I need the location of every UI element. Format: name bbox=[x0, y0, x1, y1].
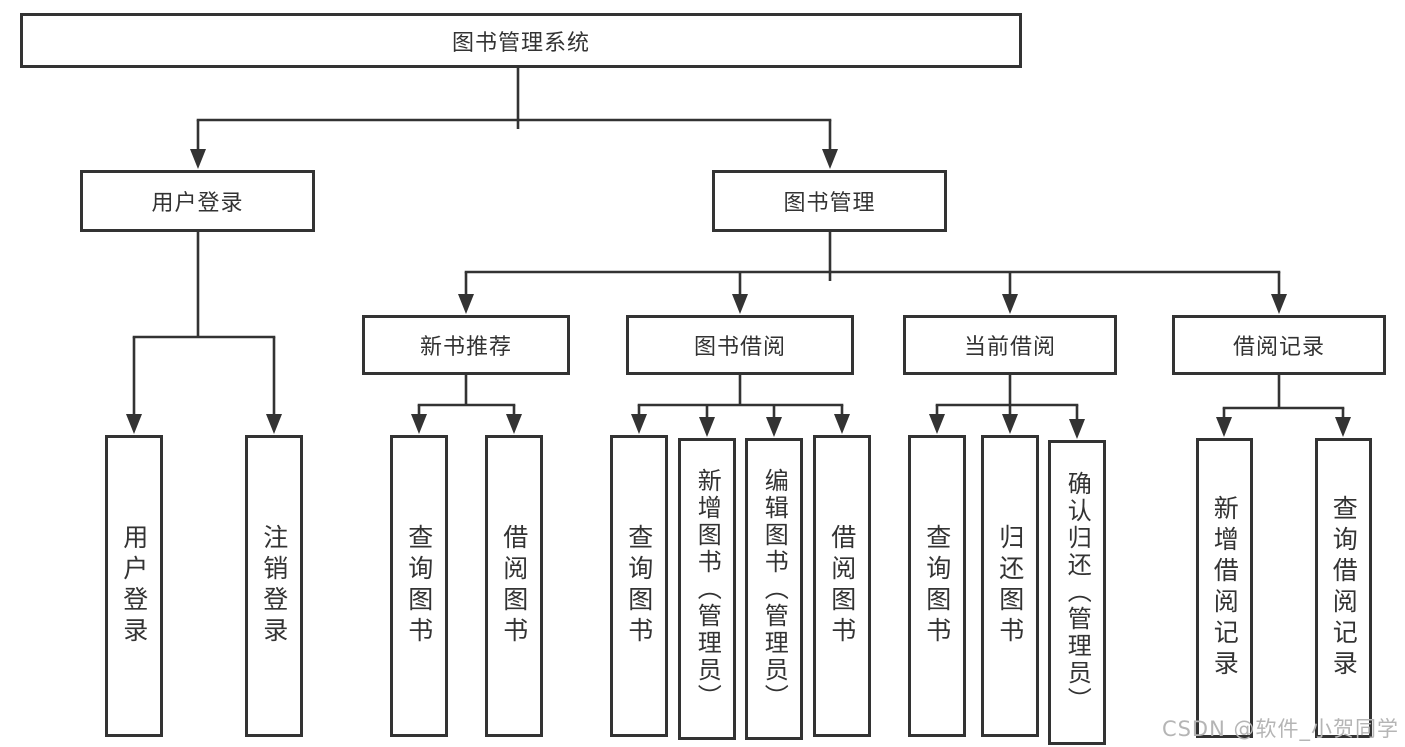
leaf-query-books-recommend: 查询图书 bbox=[390, 435, 448, 737]
leaf-logout: 注销登录 bbox=[245, 435, 303, 737]
leaf-query-books-borrowing-label: 查询图书 bbox=[624, 524, 654, 648]
leaf-confirm-return-admin: 确认归还（管理员） bbox=[1048, 440, 1106, 745]
node-user-login: 用户登录 bbox=[80, 170, 315, 232]
leaf-query-books-current-label: 查询图书 bbox=[922, 524, 952, 648]
node-book-management: 图书管理 bbox=[712, 170, 947, 232]
leaf-query-books-borrowing: 查询图书 bbox=[610, 435, 668, 737]
node-new-book-recommend: 新书推荐 bbox=[362, 315, 570, 375]
leaf-query-borrow-record: 查询借阅记录 bbox=[1315, 438, 1372, 738]
leaf-confirm-return-admin-label: 确认归还（管理员） bbox=[1063, 471, 1092, 714]
leaf-borrow-books-recommend: 借阅图书 bbox=[485, 435, 543, 737]
node-current-borrowing: 当前借阅 bbox=[903, 315, 1117, 375]
watermark: CSDN @软件_小贺同学 bbox=[1161, 717, 1399, 741]
leaf-add-books-admin: 新增图书（管理员） bbox=[678, 438, 736, 740]
leaf-return-books: 归还图书 bbox=[981, 435, 1039, 737]
leaf-edit-books-admin: 编辑图书（管理员） bbox=[745, 438, 803, 740]
leaf-add-borrow-record-label: 新增借阅记录 bbox=[1210, 495, 1240, 681]
leaf-add-borrow-record: 新增借阅记录 bbox=[1196, 438, 1253, 738]
leaf-borrow-books-borrowing: 借阅图书 bbox=[813, 435, 871, 737]
node-library-management-system: 图书管理系统 bbox=[20, 13, 1022, 68]
leaf-add-books-admin-label: 新增图书（管理员） bbox=[693, 467, 722, 711]
leaf-query-borrow-record-label: 查询借阅记录 bbox=[1329, 495, 1359, 681]
leaf-borrow-books-recommend-label: 借阅图书 bbox=[499, 524, 529, 648]
node-book-borrowing: 图书借阅 bbox=[626, 315, 854, 375]
leaf-edit-books-admin-label: 编辑图书（管理员） bbox=[760, 467, 789, 711]
leaf-user-login: 用户登录 bbox=[105, 435, 163, 737]
leaf-user-login-label: 用户登录 bbox=[119, 524, 149, 648]
leaf-borrow-books-borrowing-label: 借阅图书 bbox=[827, 524, 857, 648]
leaf-query-books-recommend-label: 查询图书 bbox=[404, 524, 434, 648]
leaf-logout-label: 注销登录 bbox=[259, 524, 289, 648]
node-borrowing-records: 借阅记录 bbox=[1172, 315, 1386, 375]
leaf-query-books-current: 查询图书 bbox=[908, 435, 966, 737]
leaf-return-books-label: 归还图书 bbox=[995, 524, 1025, 648]
